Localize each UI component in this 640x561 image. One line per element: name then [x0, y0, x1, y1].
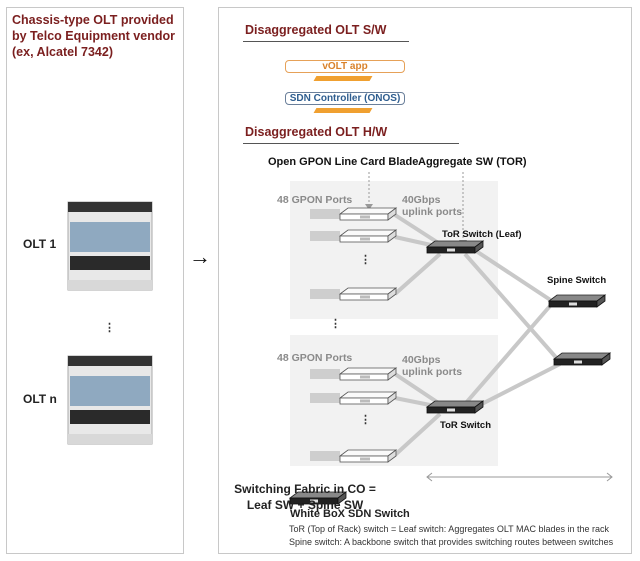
uplink-line: uplink ports	[402, 366, 463, 378]
uplink-label: 40Gbps uplink ports	[402, 354, 462, 378]
aggregate-callout-label: Aggregate SW (TOR)	[418, 156, 527, 168]
sdn-controller-layer: SDN Controller (ONOS)	[285, 92, 405, 105]
line-card-callout-label: Open GPON Line Card Blade	[268, 156, 419, 168]
software-divider	[243, 41, 409, 42]
software-title: Disaggregated OLT S/W	[245, 23, 387, 37]
olt-1-chassis	[67, 201, 153, 291]
hardware-title: Disaggregated OLT H/W	[245, 125, 388, 139]
volt-app-layer: vOLT app	[285, 60, 405, 73]
spine-note: Spine switch: A backbone switch that pro…	[289, 537, 614, 547]
hardware-divider	[243, 143, 459, 144]
callout-arrowhead-icon	[365, 204, 373, 210]
blade-ellipsis: ⋮	[360, 414, 371, 426]
title-line: by Telco Equipment vendor	[12, 29, 175, 43]
olt-ellipsis: ⋮	[104, 322, 115, 334]
uplink-line: 40Gbps	[402, 354, 441, 366]
white-box-switch-label: White BoX SDN Switch	[290, 508, 410, 520]
title-line: Chassis-type OLT provided	[12, 13, 174, 27]
switching-fabric-label: Switching Fabric in CO = Leaf SW + Spine…	[230, 481, 380, 513]
rack-ellipsis: ⋮	[330, 318, 341, 330]
arrow-right-icon	[606, 472, 613, 482]
arrow-left-icon	[426, 472, 433, 482]
fabric-line: Leaf SW + Spine SW	[246, 498, 364, 512]
olt-1-label: OLT 1	[23, 237, 57, 251]
tor-note: ToR (Top of Rack) switch = Leaf switch: …	[289, 524, 610, 534]
transition-arrow-icon: →	[189, 244, 211, 269]
blade-ellipsis: ⋮	[360, 254, 371, 266]
fabric-line: Switching Fabric in CO =	[234, 482, 376, 496]
uplink-label: 40Gbps uplink ports	[402, 194, 462, 218]
uplink-line: uplink ports	[402, 206, 463, 218]
tor-label: ToR Switch	[440, 420, 492, 431]
uplink-line: 40Gbps	[402, 194, 441, 206]
olt-n-chassis	[67, 355, 153, 445]
gpon-ports-label: 48 GPON Ports	[277, 352, 353, 364]
chassis-olt-title: Chassis-type OLT provided by Telco Equip…	[12, 12, 182, 60]
gpon-ports-label: 48 GPON Ports	[277, 194, 353, 206]
tor-leaf-label: ToR Switch (Leaf)	[442, 229, 522, 240]
olt-n-label: OLT n	[23, 392, 57, 406]
spine-switch-label: Spine Switch	[547, 275, 607, 286]
title-line: (ex, Alcatel 7342)	[12, 45, 113, 59]
